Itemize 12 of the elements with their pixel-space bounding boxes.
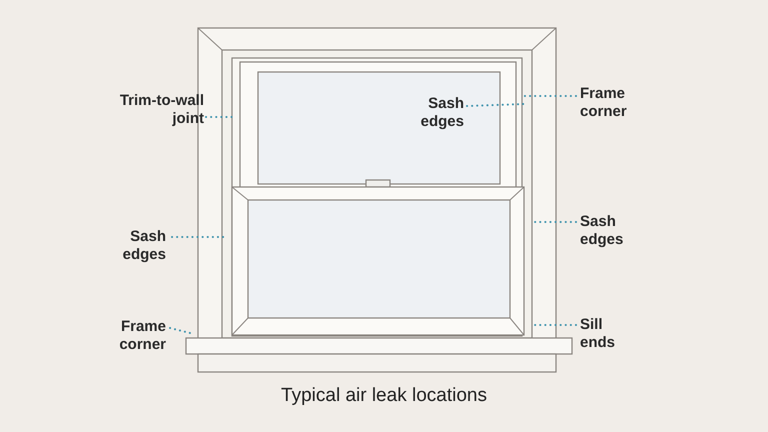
callout-label: Frame corner <box>100 318 166 354</box>
leader-line <box>531 324 577 326</box>
callout-label: Trim-to-wall joint <box>100 92 204 128</box>
callout-label: Frame corner <box>580 85 650 121</box>
callout-label: Sash edges <box>410 95 464 131</box>
callout-label: Sill ends <box>580 316 630 352</box>
leader-line <box>531 221 577 223</box>
callout-label: Sash edges <box>110 228 166 264</box>
leader-line <box>466 103 525 107</box>
leader-line <box>523 95 577 97</box>
caption: Typical air leak locations <box>281 385 487 407</box>
callout-label: Sash edges <box>580 213 640 249</box>
